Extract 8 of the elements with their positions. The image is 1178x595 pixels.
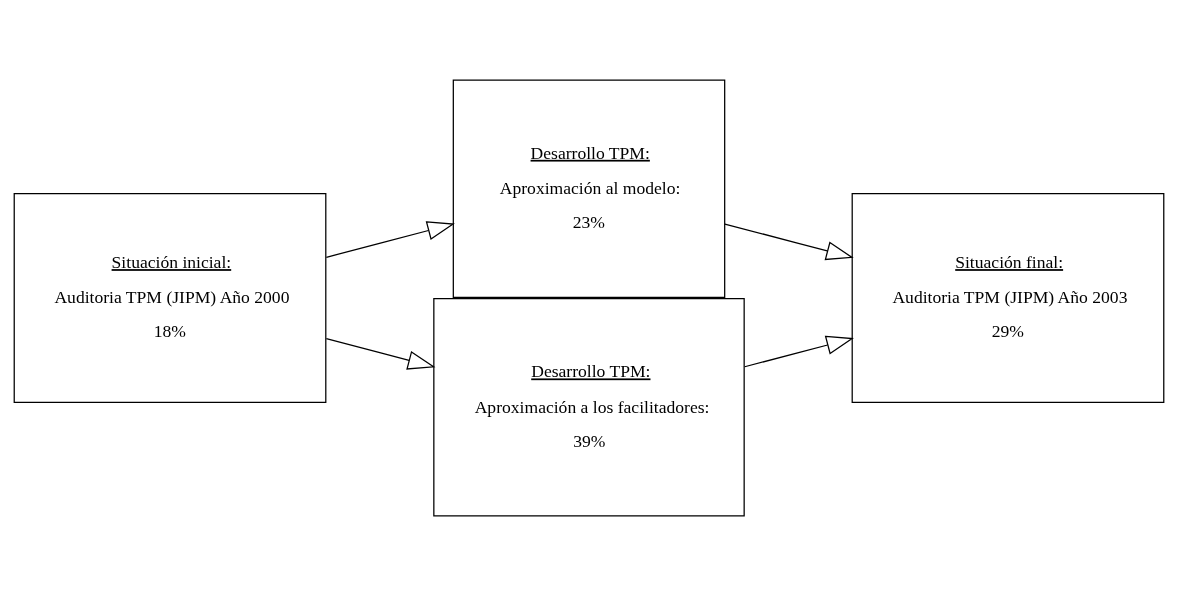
arrow [744, 335, 854, 367]
arrow [724, 222, 854, 260]
node-box: Situación inicial: Auditoria TPM (JIPM) Año 2000 18% [13, 192, 327, 403]
node-box: Desarrollo TPM: Aproximación al modelo: 23% [452, 78, 726, 298]
node-box: Situación final: Auditoria TPM (JIPM) Año 2003 29% [851, 192, 1165, 403]
node-box: Desarrollo TPM: Aproximación a los facilitadores: 39% [433, 297, 745, 517]
arrow [325, 337, 436, 370]
arrow [325, 220, 455, 258]
